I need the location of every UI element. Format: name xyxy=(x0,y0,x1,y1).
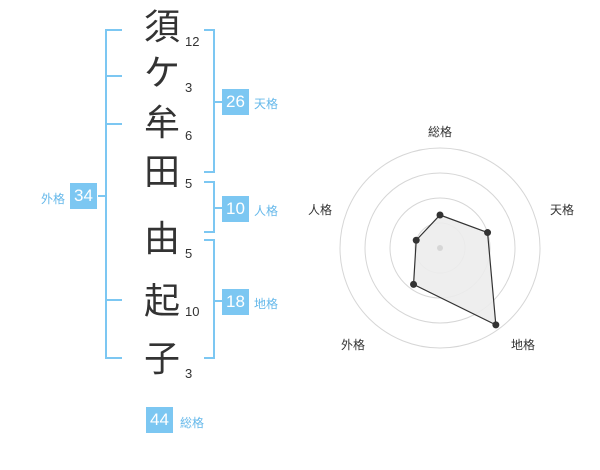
stroke-count: 10 xyxy=(185,304,200,319)
stroke-count: 5 xyxy=(185,246,193,261)
name-char: 牟 xyxy=(143,103,180,144)
radar-ring xyxy=(339,147,541,349)
name-char: 起 xyxy=(143,281,180,322)
gaikaku-bracket xyxy=(105,29,122,359)
radar-axis-label: 総格 xyxy=(428,125,453,139)
stroke-count: 3 xyxy=(185,80,193,95)
radar-point xyxy=(436,211,444,219)
stroke-count: 5 xyxy=(185,176,193,191)
radar-axis-label: 人格 xyxy=(308,203,333,217)
name-char: 由 xyxy=(143,219,180,260)
stroke-count: 12 xyxy=(185,34,200,49)
radar-center xyxy=(437,245,443,251)
radar-axis-label: 天格 xyxy=(550,203,575,217)
chikaku-bracket xyxy=(204,239,215,359)
chikaku-value: 18 xyxy=(222,289,249,315)
radar-polygon xyxy=(412,214,497,326)
chikaku-label: 地格 xyxy=(254,297,279,311)
radar-point xyxy=(410,280,418,288)
gaikaku-value: 34 xyxy=(70,183,97,209)
name-char: ケ xyxy=(143,53,180,94)
radar-point xyxy=(492,321,500,329)
radar-axis-label: 外格 xyxy=(341,338,366,352)
name-char: 田 xyxy=(143,152,180,193)
jinkaku-value: 10 xyxy=(222,196,249,222)
radar-axis-label: 地格 xyxy=(511,338,536,352)
stroke-count: 3 xyxy=(185,366,193,381)
soukaku-value: 44 xyxy=(146,407,173,433)
tenkaku-label: 天格 xyxy=(254,97,279,111)
name-char: 子 xyxy=(143,339,180,380)
radar-point xyxy=(484,229,492,237)
name-char: 須 xyxy=(143,7,180,48)
tenkaku-value: 26 xyxy=(222,89,249,115)
jinkaku-label: 人格 xyxy=(254,204,279,218)
gaikaku-label: 外格 xyxy=(41,192,66,206)
radar-point xyxy=(412,236,420,244)
stroke-count: 6 xyxy=(185,128,193,143)
soukaku-label: 総格 xyxy=(180,416,205,430)
radar-ring xyxy=(364,172,516,324)
